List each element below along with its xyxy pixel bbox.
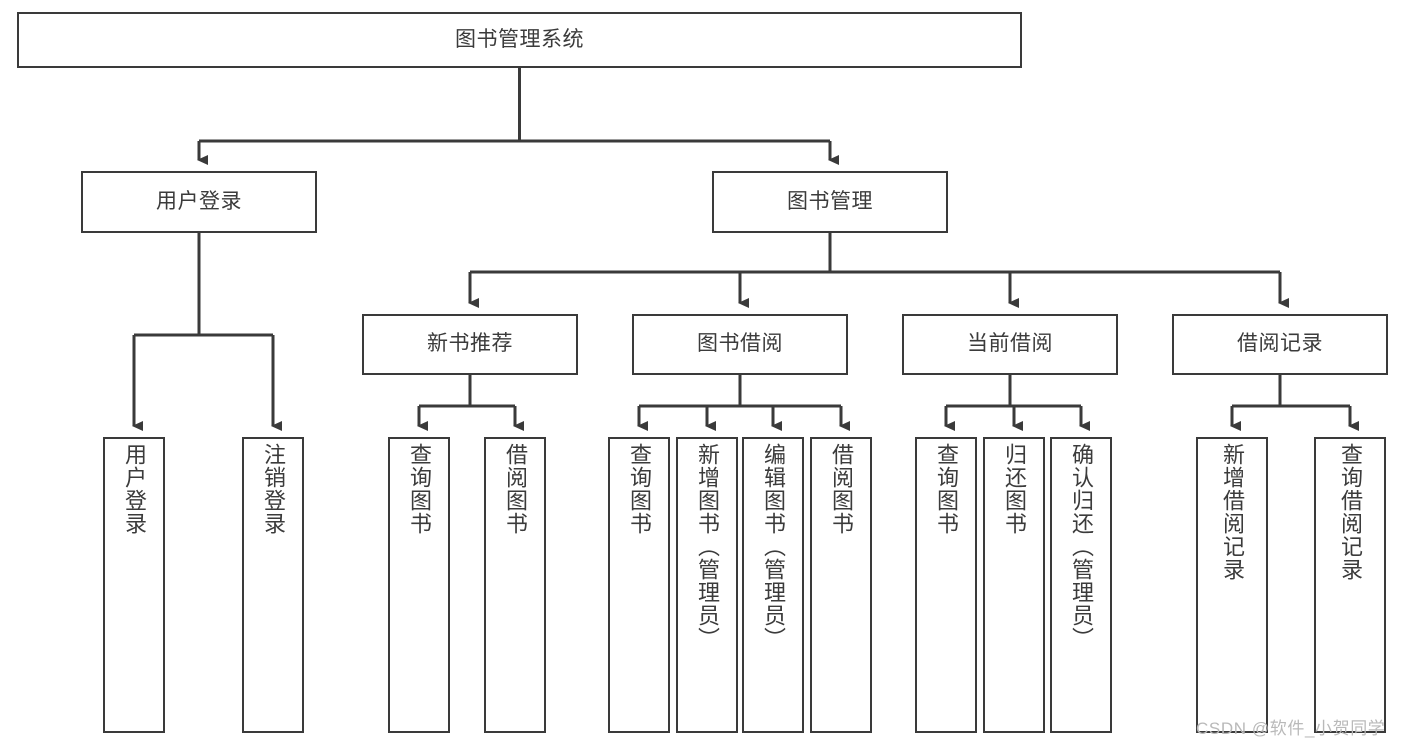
- node-root-label: 图书管理系统: [455, 27, 584, 51]
- node-leaf-query-book-rec[interactable]: 查询图书: [388, 437, 450, 733]
- node-leaf-add-book-admin[interactable]: 新增图书（管理员）: [676, 437, 738, 733]
- node-leaf-query-book-borrow[interactable]: 查询图书: [608, 437, 670, 733]
- csdn-watermark: CSDN @软件_小贺同学: [1196, 714, 1385, 739]
- node-leaf-user-login-label: 用户登录: [121, 443, 147, 535]
- node-book-borrow-label: 图书借阅: [697, 332, 783, 356]
- node-borrow-record-label: 借阅记录: [1237, 332, 1323, 356]
- node-new-book-recommend-label: 新书推荐: [427, 332, 513, 356]
- node-leaf-edit-book-admin[interactable]: 编辑图书（管理员）: [742, 437, 804, 733]
- node-current-borrow[interactable]: 当前借阅: [902, 314, 1118, 375]
- node-leaf-add-book-admin-label: 新增图书（管理员）: [694, 443, 720, 650]
- node-new-book-recommend[interactable]: 新书推荐: [362, 314, 578, 375]
- node-leaf-query-borrow-record-label: 查询借阅记录: [1337, 443, 1363, 581]
- node-leaf-query-book-rec-label: 查询图书: [406, 443, 432, 535]
- node-current-borrow-label: 当前借阅: [967, 332, 1053, 356]
- node-book-management[interactable]: 图书管理: [712, 171, 948, 233]
- node-book-management-label: 图书管理: [787, 189, 873, 213]
- node-leaf-borrow-book-label: 借阅图书: [828, 443, 854, 535]
- node-leaf-query-book-current[interactable]: 查询图书: [915, 437, 977, 733]
- csdn-watermark-text: CSDN @软件_小贺同学: [1196, 719, 1386, 738]
- node-leaf-query-book-current-label: 查询图书: [933, 443, 959, 535]
- node-leaf-add-borrow-record[interactable]: 新增借阅记录: [1196, 437, 1268, 733]
- node-leaf-return-book-label: 归还图书: [1001, 443, 1027, 535]
- node-borrow-record[interactable]: 借阅记录: [1172, 314, 1388, 375]
- node-leaf-query-book-borrow-label: 查询图书: [626, 443, 652, 535]
- node-leaf-user-logout[interactable]: 注销登录: [242, 437, 304, 733]
- node-leaf-confirm-return-admin-label: 确认归还（管理员）: [1068, 443, 1094, 650]
- node-leaf-borrow-book-rec[interactable]: 借阅图书: [484, 437, 546, 733]
- node-leaf-query-borrow-record[interactable]: 查询借阅记录: [1314, 437, 1386, 733]
- node-leaf-confirm-return-admin[interactable]: 确认归还（管理员）: [1050, 437, 1112, 733]
- node-leaf-borrow-book-rec-label: 借阅图书: [502, 443, 528, 535]
- node-leaf-user-logout-label: 注销登录: [260, 443, 286, 535]
- node-leaf-add-borrow-record-label: 新增借阅记录: [1219, 443, 1245, 581]
- node-book-borrow[interactable]: 图书借阅: [632, 314, 848, 375]
- node-leaf-borrow-book[interactable]: 借阅图书: [810, 437, 872, 733]
- node-user-login-label: 用户登录: [156, 189, 242, 213]
- node-user-login[interactable]: 用户登录: [81, 171, 317, 233]
- node-leaf-edit-book-admin-label: 编辑图书（管理员）: [760, 443, 786, 650]
- node-root[interactable]: 图书管理系统: [17, 12, 1022, 68]
- node-leaf-return-book[interactable]: 归还图书: [983, 437, 1045, 733]
- node-leaf-user-login[interactable]: 用户登录: [103, 437, 165, 733]
